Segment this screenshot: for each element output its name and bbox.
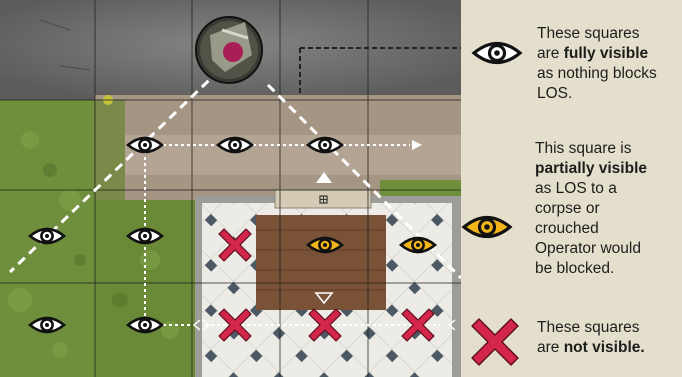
game-board (0, 0, 461, 377)
legend-text: are (537, 339, 564, 356)
legend-text-line: Operator would (535, 239, 647, 259)
eye-white-icon (471, 38, 523, 68)
legend-text-line: are not visible. (537, 338, 645, 358)
visible-marker (308, 138, 342, 152)
legend-text-line: as LOS to a (535, 179, 647, 199)
legend-bold-text: partially visible (535, 160, 647, 177)
legend-bold-text: not visible. (564, 339, 645, 356)
legend-text-line: This square is (535, 139, 647, 159)
visible-marker (128, 138, 162, 152)
visible-marker (128, 229, 162, 243)
legend-item-blocked: These squares are not visible. (537, 318, 645, 358)
visible-marker (30, 229, 64, 243)
legend-text-line: crouched (535, 219, 647, 239)
legend-text-line: LOS. (537, 84, 657, 104)
legend-text-line: be blocked. (535, 259, 647, 279)
legend-text-line: partially visible (535, 159, 647, 179)
partial-marker (401, 238, 435, 252)
legend-text-line: These squares (537, 24, 657, 44)
visible-marker (218, 138, 252, 152)
legend-item-partial: This square is partially visible as LOS … (535, 139, 647, 279)
red-x-icon (469, 316, 521, 368)
operator-miniature[interactable] (196, 17, 262, 83)
legend-text-line: are fully visible (537, 44, 657, 64)
legend-panel: These squares are fully visible as nothi… (461, 0, 682, 377)
eye-yellow-icon (461, 212, 513, 242)
board-map (0, 0, 461, 377)
visible-marker (30, 318, 64, 332)
legend-text-line: These squares (537, 318, 645, 338)
legend-item-visible: These squares are fully visible as nothi… (537, 24, 657, 104)
legend-bold-text: fully visible (564, 45, 648, 62)
legend-text-line: corpse or (535, 199, 647, 219)
legend-text-line: as nothing blocks (537, 64, 657, 84)
legend-text: are (537, 45, 564, 62)
visible-marker (128, 318, 162, 332)
partial-marker (308, 238, 342, 252)
